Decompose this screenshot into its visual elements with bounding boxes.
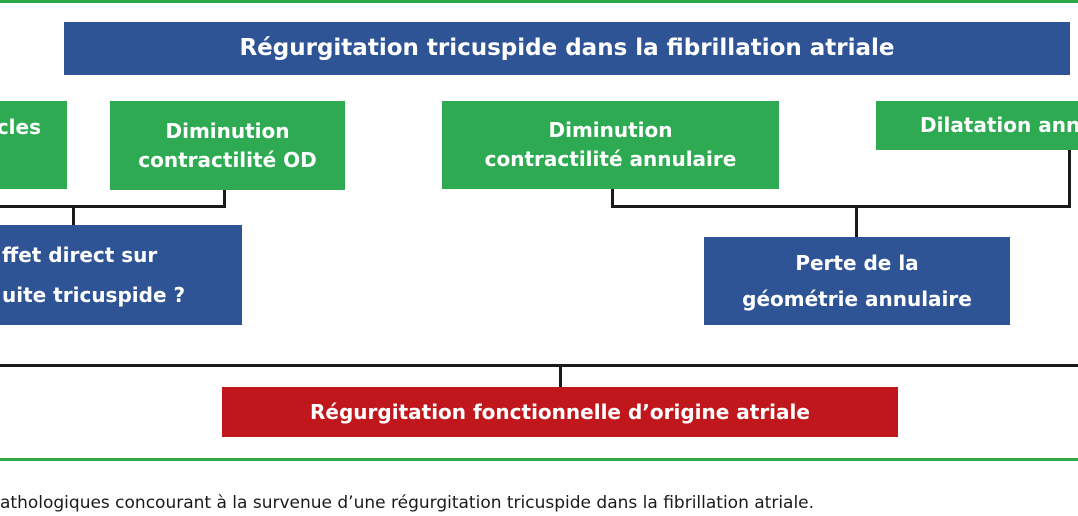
diagram-title-text: Régurgitation tricuspide dans la fibrill… — [239, 35, 895, 61]
node-text-line: ffet direct sur — [2, 243, 158, 267]
connector-line — [0, 205, 226, 208]
node-text-line: uite tricuspide ? — [2, 283, 186, 307]
node-diminution-contractilite-od: Diminution contractilité OD — [110, 101, 345, 190]
node-text-line: contractilité annulaire — [484, 147, 737, 171]
connector-line — [0, 364, 1078, 367]
connector-line — [559, 364, 562, 388]
connector-line — [1068, 150, 1071, 208]
connector-line — [611, 189, 614, 208]
connector-line — [72, 205, 75, 226]
connector-line — [223, 190, 226, 208]
connector-line — [855, 205, 858, 238]
node-text-line: Perte de la — [795, 251, 919, 275]
frame-bottom-line — [0, 458, 1078, 461]
node-diminution-contractilite-annulaire: Diminution contractilité annulaire — [442, 101, 779, 189]
node-text-line: Diminution — [548, 118, 673, 142]
node-dilatation-annulaire: Dilatation ann — [876, 101, 1078, 150]
node-effet-direct: ffet direct sur uite tricuspide ? — [0, 225, 242, 325]
node-text-line: Dilatation ann — [920, 113, 1078, 137]
node-partial-left: cles — [0, 101, 67, 189]
node-text-line: Régurgitation fonctionnelle d’origine at… — [310, 399, 810, 424]
connector-line — [611, 205, 1071, 208]
node-perte-geometrie: Perte de la géométrie annulaire — [704, 237, 1010, 325]
node-text-line: Diminution — [165, 118, 290, 143]
node-regurgitation-fonctionnelle: Régurgitation fonctionnelle d’origine at… — [222, 387, 898, 437]
figure-caption: athologiques concourant à la survenue d’… — [0, 493, 815, 513]
node-text-line: cles — [0, 115, 41, 139]
diagram-title: Régurgitation tricuspide dans la fibrill… — [64, 22, 1070, 75]
node-text-line: géométrie annulaire — [742, 287, 972, 311]
frame-top-line — [0, 0, 1078, 3]
node-text-line: contractilité OD — [138, 147, 317, 172]
